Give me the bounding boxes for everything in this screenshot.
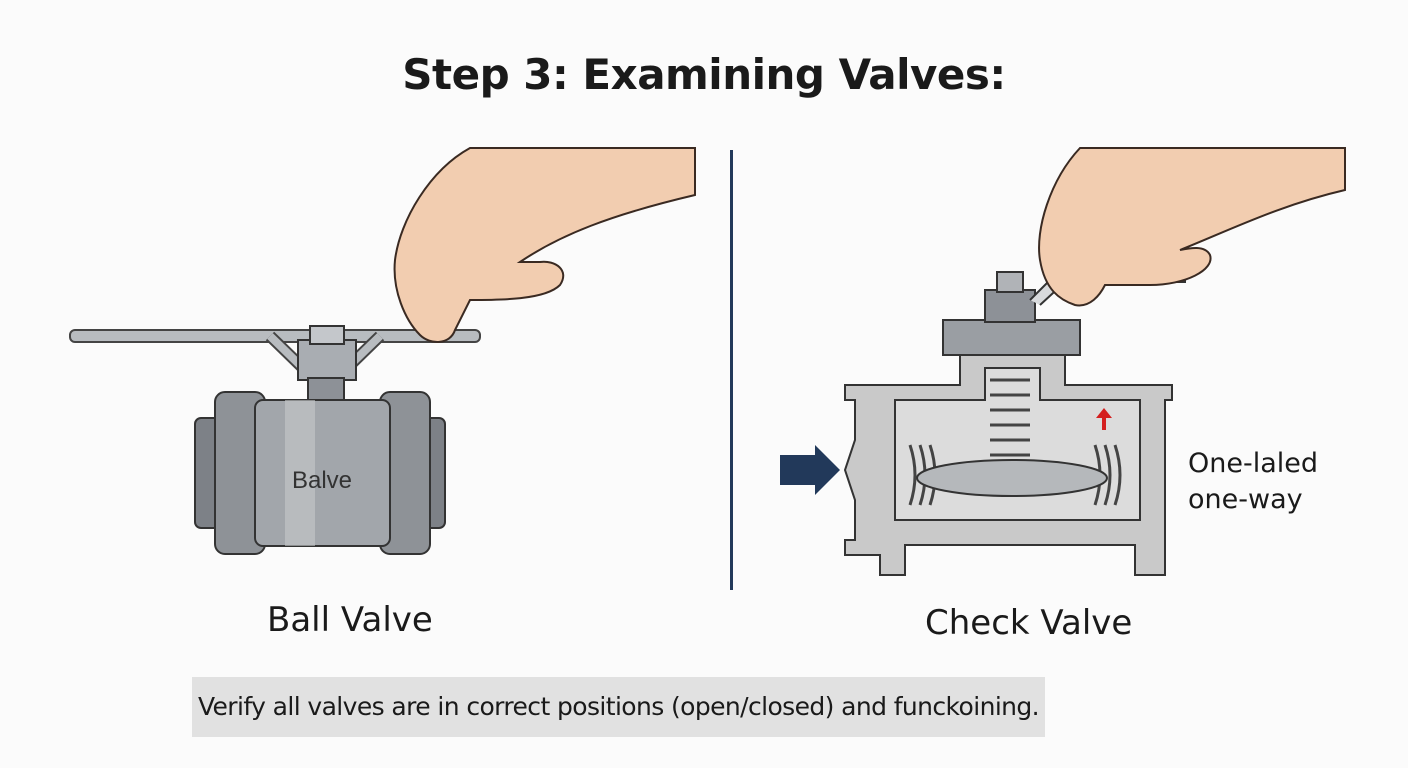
ball-valve-label: Ball Valve bbox=[267, 600, 433, 640]
check-valve-label: Check Valve bbox=[925, 603, 1133, 643]
valve-body-text: Balve bbox=[292, 467, 352, 494]
hand-left-illustration bbox=[393, 147, 696, 343]
note-line-1: One-laled bbox=[1188, 448, 1319, 479]
note-line-2: one-way bbox=[1188, 484, 1303, 515]
hand-right-illustration bbox=[1038, 147, 1346, 307]
page-title: Step 3: Examining Valves: bbox=[402, 50, 1006, 99]
check-valve-note: One-laled one-way bbox=[1188, 446, 1318, 518]
flow-direction-arrow-icon bbox=[780, 445, 840, 495]
ball-valve-illustration: Balve bbox=[69, 325, 481, 555]
caption-box: Verify all valves are in correct positio… bbox=[192, 677, 1045, 737]
panel-divider bbox=[730, 150, 733, 590]
red-arrow-icon bbox=[1096, 408, 1112, 430]
check-valve-illustration bbox=[780, 269, 1186, 576]
